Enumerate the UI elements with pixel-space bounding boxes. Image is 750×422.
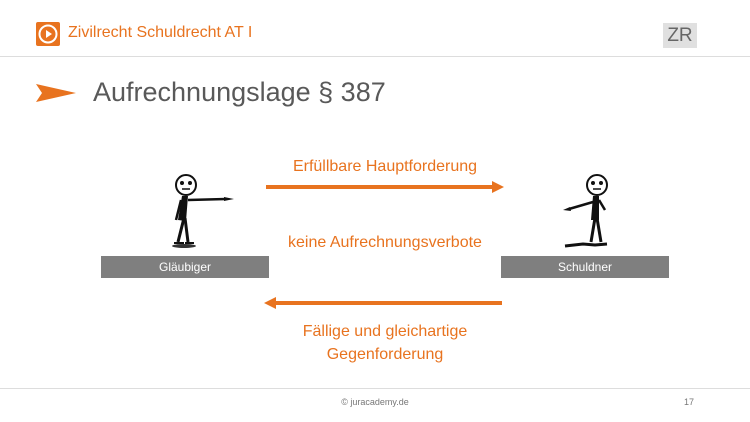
creditor-label: Gläubiger (101, 256, 269, 278)
no-setoff-bar-label: keine Aufrechnungsverbote (288, 234, 482, 251)
triangle-arrow-icon (36, 84, 76, 102)
page-number: 17 (684, 397, 695, 407)
stick-figure-pointing-icon (172, 174, 234, 248)
arrow-left-icon (264, 297, 502, 309)
play-circle-icon (36, 22, 60, 46)
slide-header: Zivilrecht Schuldrecht AT I ZR (0, 0, 750, 56)
counterclaim-label-line2: Gegenforderung (326, 346, 444, 363)
main-claim-label: Erfüllbare Hauptforderung (292, 158, 478, 175)
zr-badge: ZR (663, 23, 697, 48)
debtor-label: Schuldner (501, 256, 669, 278)
course-title: Zivilrecht Schuldrecht AT I (68, 24, 253, 41)
arrow-right-icon (266, 181, 504, 193)
copyright-text: © juracademy.de (341, 397, 409, 407)
slide-title: Aufrechnungslage § 387 (93, 77, 386, 107)
stick-figure-pointing-icon (563, 174, 608, 248)
counterclaim-label-line1: Fällige und gleichartige (302, 323, 468, 340)
footer-divider (0, 388, 750, 389)
counterclaim-label: Fällige und gleichartige Gegenforderung (266, 320, 504, 366)
header-divider (0, 56, 750, 57)
